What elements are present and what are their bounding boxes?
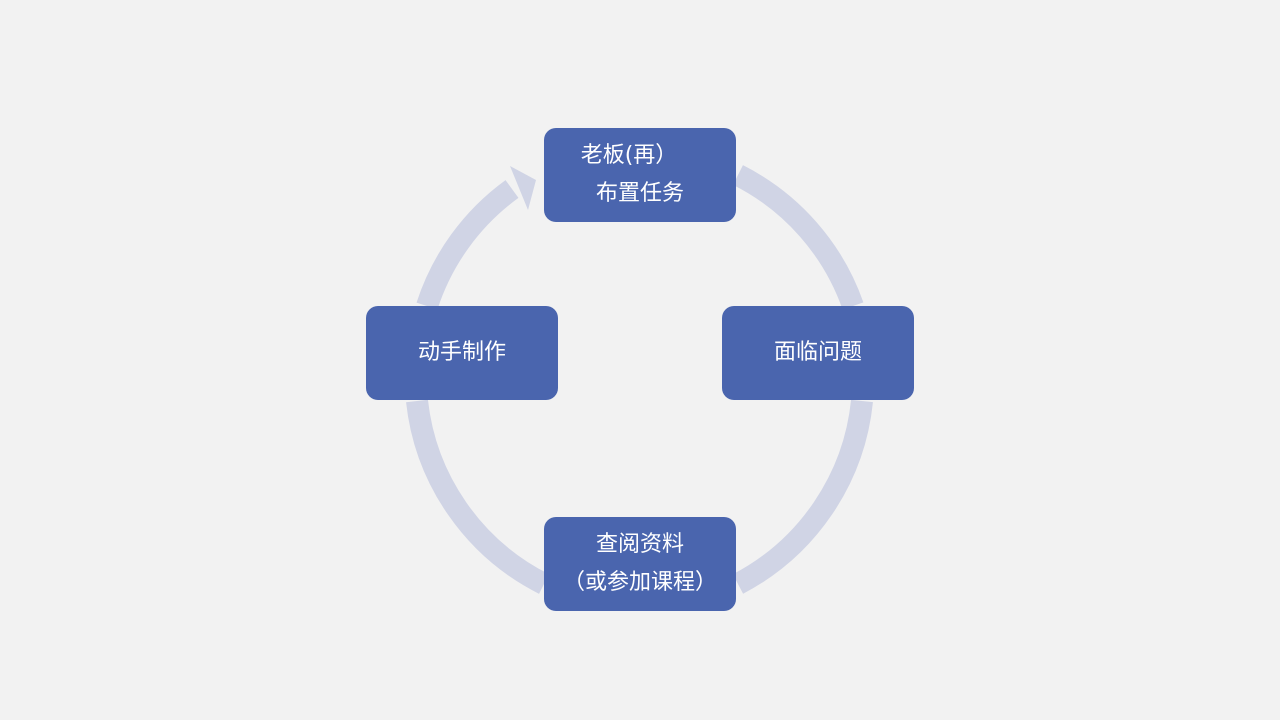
- node-right-label: 面临问题: [773, 340, 862, 365]
- node-face-problem: 面临问题: [722, 306, 914, 400]
- node-bottom-line1: 查阅资料: [595, 532, 684, 557]
- ring-segment-top-right: [732, 165, 864, 310]
- ring-segment-left-top: [416, 180, 519, 310]
- node-bottom-line2: （或参加课程）: [562, 570, 717, 595]
- ring-segment-right-bottom: [732, 399, 873, 594]
- node-left-label: 动手制作: [417, 340, 506, 365]
- ring-segment-bottom-left: [406, 399, 549, 594]
- node-boss-assigns-task: 老板(再） 布置任务: [544, 128, 736, 222]
- node-hands-on: 动手制作: [366, 306, 558, 400]
- cycle-arrowhead: [510, 166, 536, 210]
- node-top-line2: 布置任务: [595, 181, 684, 206]
- node-research: 查阅资料 （或参加课程）: [544, 517, 736, 611]
- node-top-line1: 老板(再）: [580, 143, 678, 168]
